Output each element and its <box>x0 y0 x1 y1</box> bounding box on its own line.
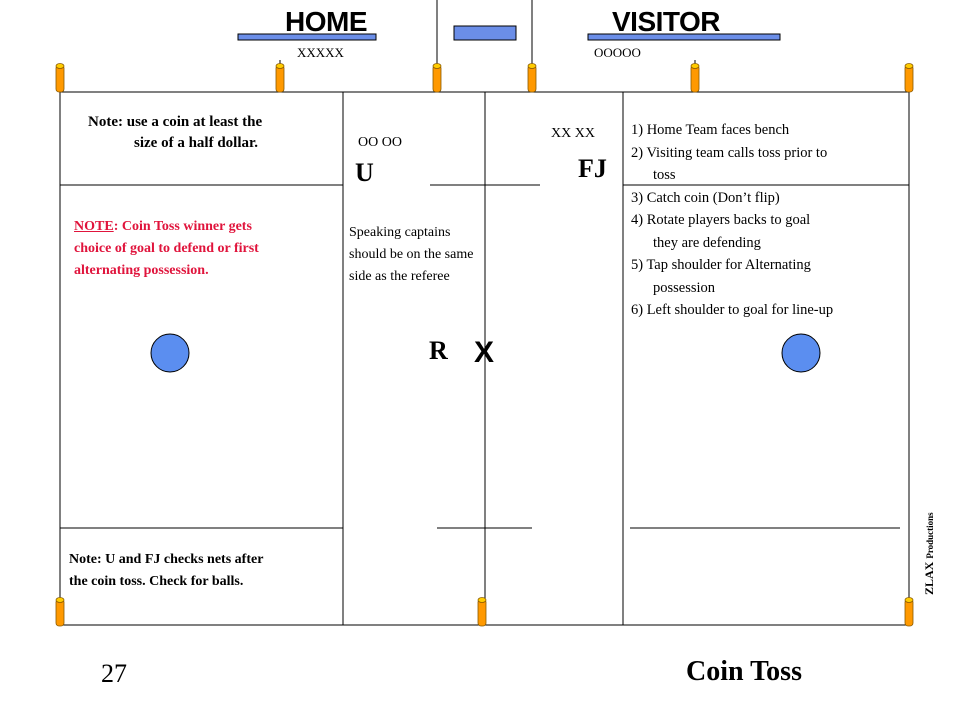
center-table-bar <box>453 25 517 41</box>
field-cone-icon <box>904 63 914 93</box>
home-goal <box>150 333 190 373</box>
toss-winner-note-line2: choice of goal to defend or first <box>74 241 259 256</box>
visitor-goal <box>781 333 821 373</box>
procedure-step: 4) Rotate players backs to goal <box>631 212 811 228</box>
visitor-bench-bar <box>587 33 781 41</box>
field-cone-icon <box>432 63 442 93</box>
credit-sub: Productions <box>925 512 935 559</box>
field-cone-icon <box>904 597 914 627</box>
referee-label: R <box>429 336 448 365</box>
procedure-step: they are defending <box>653 234 761 251</box>
procedure-step: 5) Tap shoulder for Alternating <box>631 257 811 273</box>
field-cone-icon <box>55 597 65 627</box>
production-credit: ZLAX Productions <box>922 512 937 595</box>
visitor-team-label: VISITOR <box>612 6 721 37</box>
credit-main: ZLAX <box>922 561 936 595</box>
home-bench-bar <box>237 33 377 41</box>
field-cone-icon <box>690 63 700 93</box>
field-cone-icon <box>527 63 537 93</box>
left-captains: OO OO <box>358 135 402 150</box>
procedure-step: possession <box>653 279 716 296</box>
home-team-label: HOME <box>285 6 368 37</box>
speaking-captains-line1: Speaking captains <box>349 225 451 240</box>
umpire-label: U <box>355 158 374 187</box>
procedure-step: 6) Left shoulder to goal for line-up <box>631 302 834 318</box>
field-cone-icon <box>275 63 285 93</box>
speaking-captains-line3: side as the referee <box>349 269 450 284</box>
nets-note-line1: Note: U and FJ checks nets after <box>69 552 264 567</box>
procedure-step: toss <box>653 167 676 183</box>
slide-title: Coin Toss <box>686 656 802 687</box>
procedure-step: 3) Catch coin (Don’t flip) <box>631 189 780 206</box>
home-players: XXXXX <box>297 45 344 60</box>
procedure-step: 2) Visiting team calls toss prior to <box>631 144 828 161</box>
toss-winner-note-line3: alternating possession. <box>74 263 209 278</box>
right-captains: XX XX <box>551 126 595 141</box>
field-cone-icon <box>477 597 487 627</box>
field-judge-label: FJ <box>578 154 607 183</box>
toss-note-line1-rest: : Coin Toss winner gets <box>113 219 252 234</box>
coin-size-note-line2: size of a half dollar. <box>134 135 259 151</box>
visitor-players: OOOOO <box>594 45 641 60</box>
toss-winner-note-line1: NOTE: Coin Toss winner gets <box>74 219 252 235</box>
coin-size-note-line1: Note: use a coin at least the <box>88 114 263 130</box>
procedure-list: 1) Home Team faces bench 2) Visiting tea… <box>631 119 833 322</box>
procedure-step: 1) Home Team faces bench <box>631 122 790 138</box>
referee-mark: X <box>474 336 495 369</box>
nets-note-line2: the coin toss. Check for balls. <box>69 574 244 589</box>
field-cone-icon <box>55 63 65 93</box>
toss-note-heading: NOTE <box>74 219 114 234</box>
speaking-captains-line2: should be on the same <box>349 247 474 262</box>
slide-number: 27 <box>101 659 127 688</box>
